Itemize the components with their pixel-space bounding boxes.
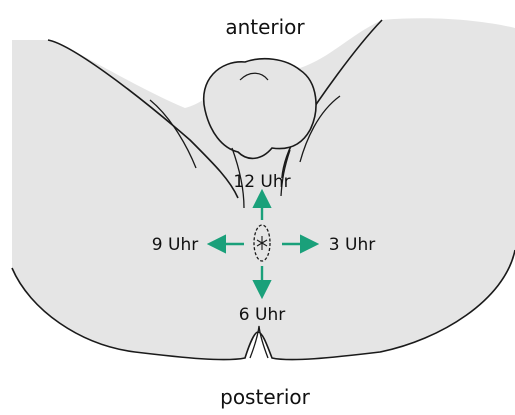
label-12-uhr: 12 Uhr: [233, 172, 290, 192]
label-posterior: posterior: [220, 385, 311, 409]
label-anterior: anterior: [225, 15, 305, 39]
label-3-uhr: 3 Uhr: [329, 235, 375, 255]
label-6-uhr: 6 Uhr: [239, 305, 285, 325]
label-9-uhr: 9 Uhr: [152, 235, 198, 255]
